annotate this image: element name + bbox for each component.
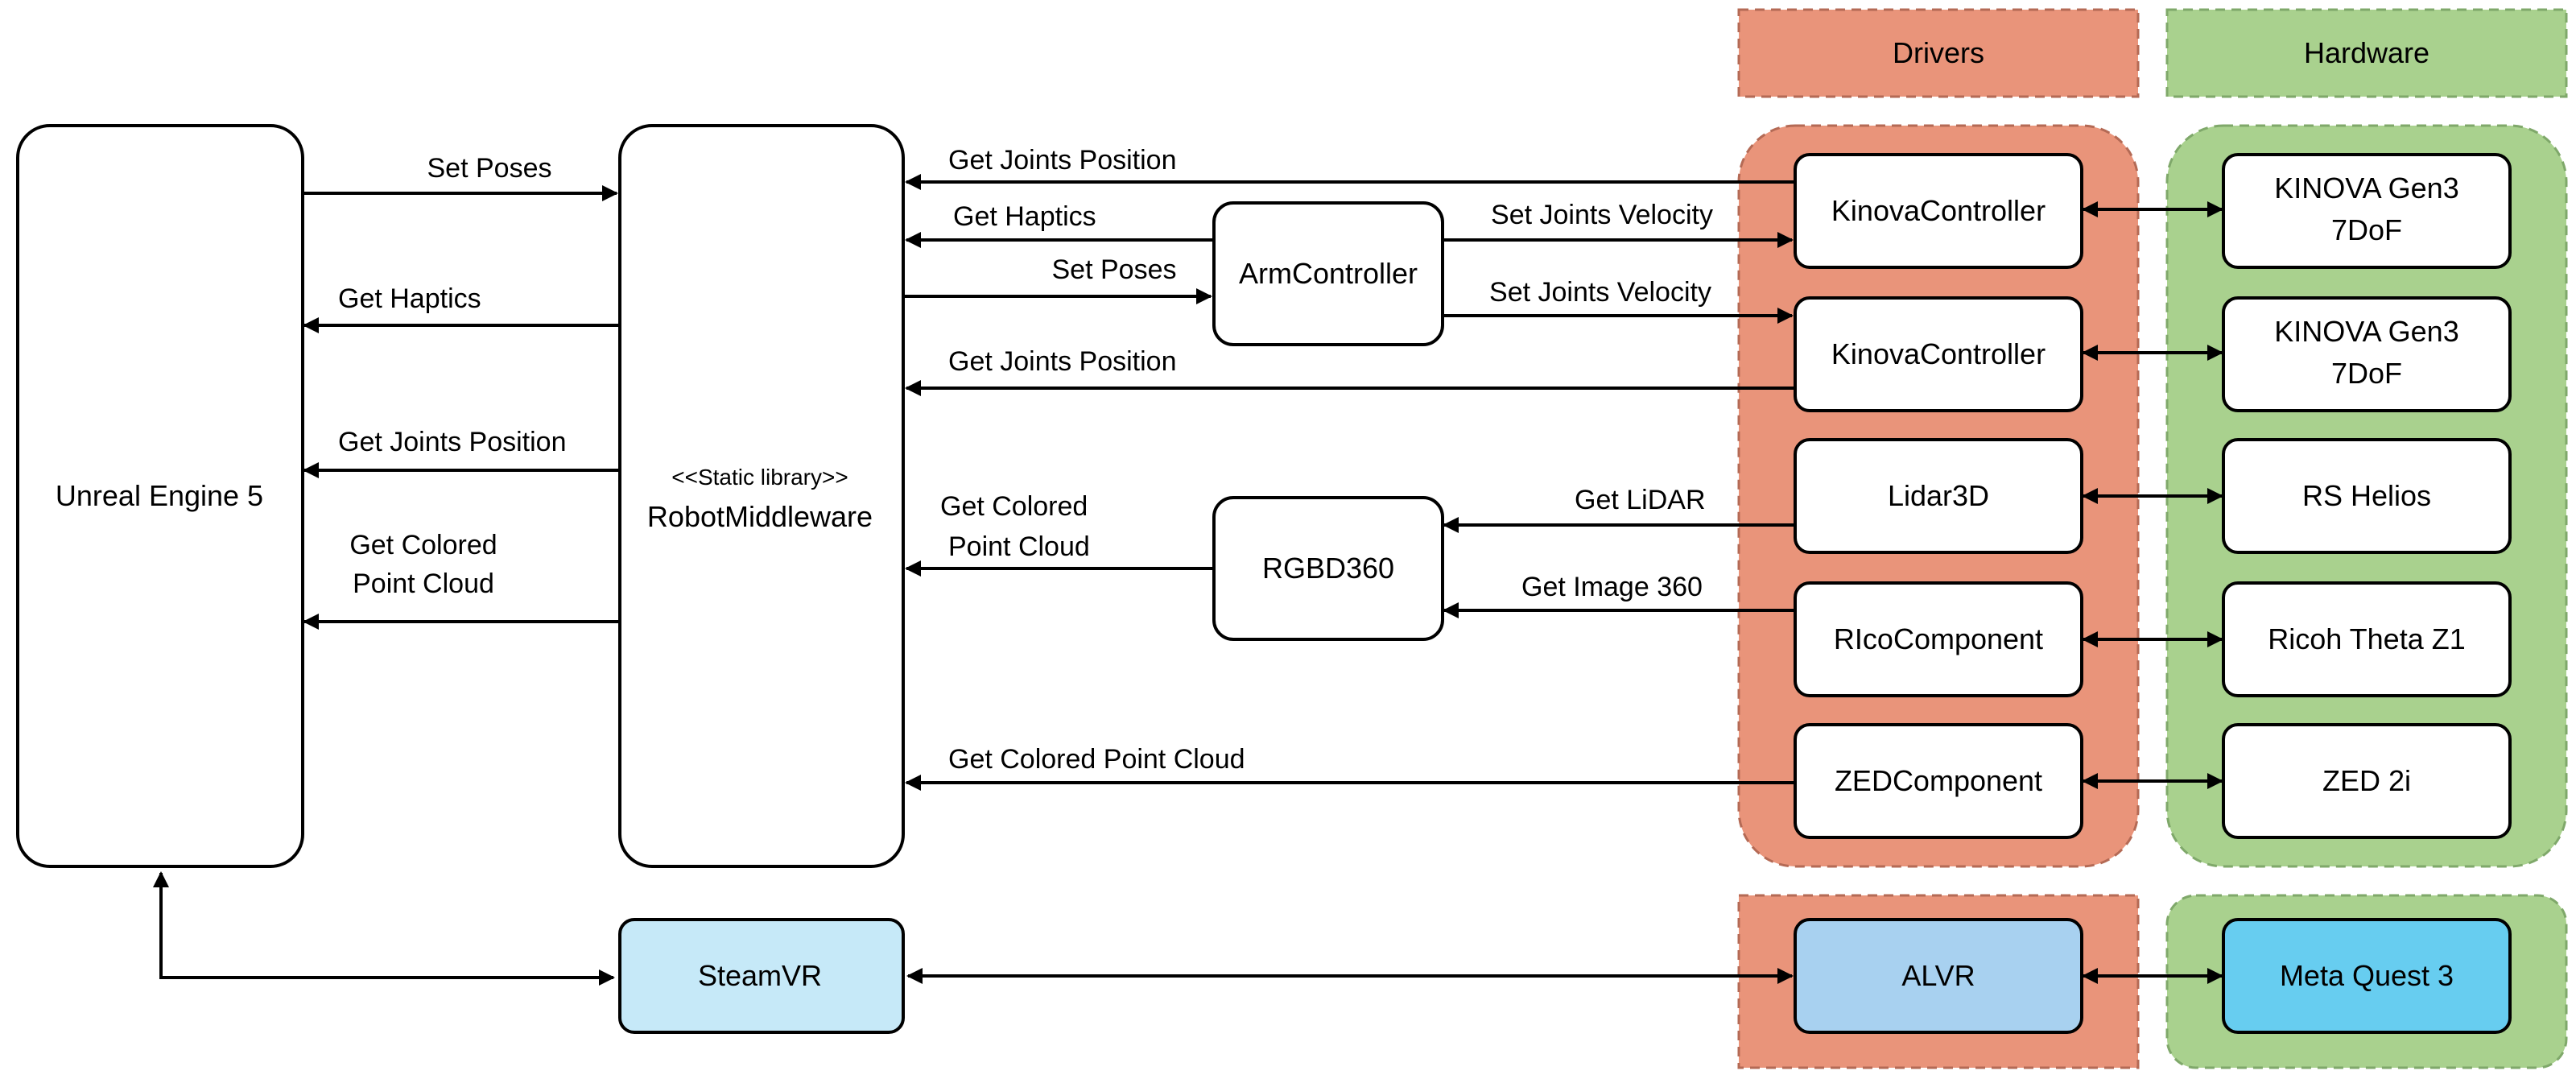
hardware-header-label: Hardware (2304, 36, 2429, 69)
node-unreal-engine-label: Unreal Engine 5 (56, 479, 263, 512)
node-unreal-engine (16, 124, 304, 868)
node-kinova-controller-1 (1794, 153, 2083, 269)
node-alvr-label: ALVR (1901, 959, 1975, 992)
edge-label-arm-get-haptics: Get Haptics (953, 201, 1096, 232)
node-zed-component (1794, 723, 2083, 839)
node-arm-controller (1212, 201, 1444, 346)
node-kinova-controller-2-label: KinovaController (1831, 337, 2046, 370)
node-kinova-hw-2-label-line1: KINOVA Gen3 (2274, 315, 2458, 348)
node-steamvr (618, 918, 905, 1034)
node-meta-quest-label: Meta Quest 3 (2280, 959, 2454, 992)
node-zed2i (2222, 723, 2512, 839)
node-kinova-hw-1 (2222, 153, 2512, 269)
node-lidar3d (1794, 438, 2083, 554)
node-ricoh-theta-label: Ricoh Theta Z1 (2268, 622, 2465, 655)
node-kinova-hw-2-label-line2: 7DoF (2331, 357, 2402, 390)
edge-label-rgbd-get-colored-2: Point Cloud (948, 531, 1090, 562)
edge-label-zed-get-colored: Get Colored Point Cloud (948, 744, 1245, 775)
node-alvr (1794, 918, 2083, 1034)
node-rgbd360-label: RGBD360 (1262, 552, 1394, 585)
node-rs-helios-label: RS Helios (2302, 479, 2431, 512)
edge-label-mw-get-haptics: Get Haptics (338, 283, 481, 314)
edge-label-k1-get-joints: Get Joints Position (948, 145, 1176, 176)
node-zed-component-label: ZEDComponent (1835, 764, 2042, 797)
node-steamvr-label: SteamVR (698, 959, 822, 992)
node-lidar3d-label: Lidar3D (1888, 479, 1989, 512)
node-ricoh-theta (2222, 581, 2512, 697)
node-kinova-controller-1-label: KinovaController (1831, 194, 2046, 227)
edge-ue-steamvr (153, 871, 615, 986)
node-zed2i-label: ZED 2i (2322, 764, 2411, 797)
edge-label-arm-set-vel-1: Set Joints Velocity (1491, 200, 1713, 230)
node-kinova-controller-2 (1794, 296, 2083, 412)
edge-label-k2-get-joints: Get Joints Position (948, 346, 1176, 377)
edge-label-mw-set-poses: Set Poses (1052, 254, 1177, 285)
edge-label-rgbd-get-colored-1: Get Colored (940, 491, 1088, 522)
edge-label-lidar-get: Get LiDAR (1575, 485, 1706, 515)
hardware-header-box (2165, 8, 2568, 98)
drivers-header-box (1737, 8, 2140, 98)
edge-label-arm-set-vel-2: Set Joints Velocity (1489, 277, 1711, 308)
edge-label-ue-set-poses: Set Poses (427, 153, 552, 184)
node-robot-middleware-label: RobotMiddleware (647, 500, 873, 533)
drivers-header-label: Drivers (1893, 36, 1984, 69)
node-arm-controller-label: ArmController (1239, 257, 1418, 290)
node-meta-quest (2222, 918, 2512, 1034)
edge-label-mw-get-colored-1: Get Colored (349, 530, 497, 560)
edge-label-mw-get-joints: Get Joints Position (338, 427, 566, 457)
node-rgbd360 (1212, 496, 1444, 641)
node-rs-helios (2222, 438, 2512, 554)
node-robot-middleware (618, 124, 905, 868)
node-rico-component-label: RIcoComponent (1834, 622, 2043, 655)
edge-label-rico-get-image: Get Image 360 (1521, 572, 1703, 602)
node-kinova-hw-2 (2222, 296, 2512, 412)
edge-label-mw-get-colored-2: Point Cloud (353, 568, 494, 599)
node-rico-component (1794, 581, 2083, 697)
node-kinova-hw-1-label-line1: KINOVA Gen3 (2274, 172, 2458, 205)
node-kinova-hw-1-label-line2: 7DoF (2331, 213, 2402, 246)
node-robot-middleware-stereotype: <<Static library>> (671, 465, 848, 490)
